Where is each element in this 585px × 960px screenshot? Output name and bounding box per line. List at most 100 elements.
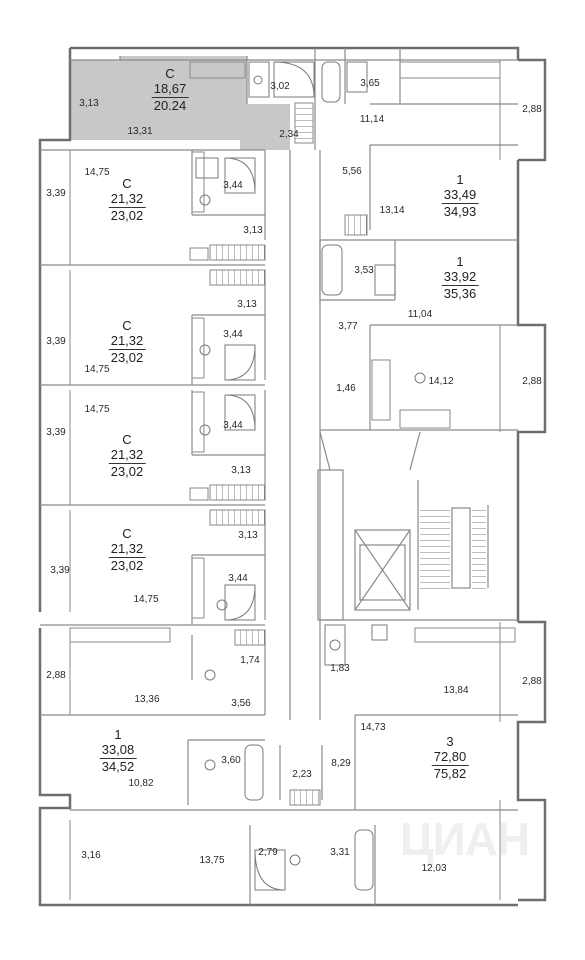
- apartment-label-a6: 1 33,08 34,52: [99, 727, 137, 774]
- apartment-label-a4: C 21,32 23,02: [108, 432, 146, 479]
- room-area: 3,13: [231, 465, 251, 476]
- room-area: 3,39: [46, 427, 66, 438]
- room-area: 14,75: [84, 364, 110, 375]
- shaft-5: [294, 102, 314, 144]
- apartment-label-a5: C 21,32 23,02: [108, 526, 146, 573]
- apartment-total-area: 23,02: [110, 349, 144, 365]
- apartment-label-a1: C 18,67 20.24: [151, 66, 189, 113]
- room-area: 11,14: [359, 114, 385, 125]
- apartment-type: 1: [456, 254, 464, 269]
- room-area: 14,73: [360, 722, 386, 733]
- room-area: 2,88: [46, 670, 66, 681]
- room-area: 3,65: [360, 78, 380, 89]
- bathroom-fixtures: [195, 61, 426, 891]
- room-area: 2,88: [522, 676, 542, 687]
- apartment-label-a8: 1 33,92 35,36: [441, 254, 479, 301]
- room-area: 3,56: [231, 698, 251, 709]
- room-area: 13,75: [199, 855, 225, 866]
- apartment-total-area: 34,93: [443, 203, 477, 219]
- apartment-living-area: 72,80: [431, 749, 469, 766]
- room-area: 3,13: [238, 530, 258, 541]
- apartment-total-area: 35,36: [443, 285, 477, 301]
- apartment-living-area: 33,92: [441, 269, 479, 286]
- room-area: 11,04: [407, 309, 433, 320]
- room-area: 13,14: [379, 205, 405, 216]
- apartment-living-area: 33,49: [441, 187, 479, 204]
- apartment-living-area: 33,08: [99, 742, 137, 759]
- apartment-total-area: 75,82: [433, 765, 467, 781]
- room-area: 1,46: [336, 383, 356, 394]
- shaft-2: [209, 269, 266, 286]
- apartment-total-area: 23,02: [110, 557, 144, 573]
- room-area: 3,44: [228, 573, 248, 584]
- room-area: 8,29: [331, 758, 351, 769]
- room-area: 1,74: [240, 655, 260, 666]
- room-area: 3,02: [270, 81, 290, 92]
- apartment-living-area: 21,32: [108, 541, 146, 558]
- apartment-label-a2: C 21,32 23,02: [108, 176, 146, 223]
- highlighted-apartment: [70, 56, 290, 150]
- shaft-7: [289, 789, 321, 806]
- interior-walls: [40, 48, 518, 905]
- apartment-total-area: 23,02: [110, 463, 144, 479]
- room-area: 14,75: [84, 167, 110, 178]
- shaft-4: [209, 509, 266, 526]
- room-area: 14,75: [84, 404, 110, 415]
- loggias: [69, 60, 501, 900]
- apartment-label-a9: 3 72,80 75,82: [431, 734, 469, 781]
- room-area: 3,44: [223, 180, 243, 191]
- apartment-total-area: 23,02: [110, 207, 144, 223]
- room-area: 3,44: [223, 329, 243, 340]
- room-area: 2,88: [522, 104, 542, 115]
- apartment-type: C: [122, 432, 132, 447]
- room-area: 3,60: [221, 755, 241, 766]
- room-area: 3,16: [81, 850, 101, 861]
- room-area: 3,53: [354, 265, 374, 276]
- room-area: 14,75: [133, 594, 159, 605]
- room-area: 3,39: [46, 188, 66, 199]
- room-area: 13,31: [127, 126, 153, 137]
- shaft-3: [209, 484, 266, 501]
- room-area: 10,82: [128, 778, 154, 789]
- apartment-living-area: 21,32: [108, 191, 146, 208]
- room-area: 12,03: [421, 863, 447, 874]
- apartment-type: 3: [446, 734, 454, 749]
- room-area: 3,13: [243, 225, 263, 236]
- apartment-label-a3: C 21,32 23,02: [108, 318, 146, 365]
- shaft-1: [209, 244, 266, 261]
- room-area: 3,77: [338, 321, 358, 332]
- room-area: 3,13: [79, 98, 99, 109]
- apartment-type: 1: [114, 727, 122, 742]
- room-area: 2,34: [279, 129, 299, 140]
- room-area: 3,44: [223, 420, 243, 431]
- apartment-living-area: 21,32: [108, 447, 146, 464]
- room-area: 14,12: [428, 376, 454, 387]
- watermark: ЦИАН: [400, 813, 530, 865]
- apartment-type: C: [122, 176, 132, 191]
- room-area: 2,23: [292, 769, 312, 780]
- room-area: 3,39: [46, 336, 66, 347]
- apartment-type: C: [122, 318, 132, 333]
- shaft-6: [344, 214, 368, 236]
- stairs-right-2: [472, 505, 486, 590]
- apartment-total-area: 20.24: [153, 97, 187, 113]
- shaft-8: [234, 629, 266, 646]
- room-area: 13,84: [443, 685, 469, 696]
- room-area: 3,31: [330, 847, 350, 858]
- outer-walls: [38, 46, 547, 907]
- apartment-total-area: 34,52: [101, 758, 135, 774]
- apartment-type: 1: [456, 172, 464, 187]
- room-area: 3,39: [50, 565, 70, 576]
- room-area: 3,13: [237, 299, 257, 310]
- stairs-right: [420, 505, 450, 590]
- room-area: 5,56: [342, 166, 362, 177]
- room-area: 13,36: [134, 694, 160, 705]
- apartment-label-a7: 1 33,49 34,93: [441, 172, 479, 219]
- apartment-type: C: [165, 66, 175, 81]
- apartment-living-area: 18,67: [151, 81, 189, 98]
- apartment-type: C: [122, 526, 132, 541]
- room-area: 2,79: [258, 847, 278, 858]
- apartment-living-area: 21,32: [108, 333, 146, 350]
- room-area: 1,83: [330, 663, 350, 674]
